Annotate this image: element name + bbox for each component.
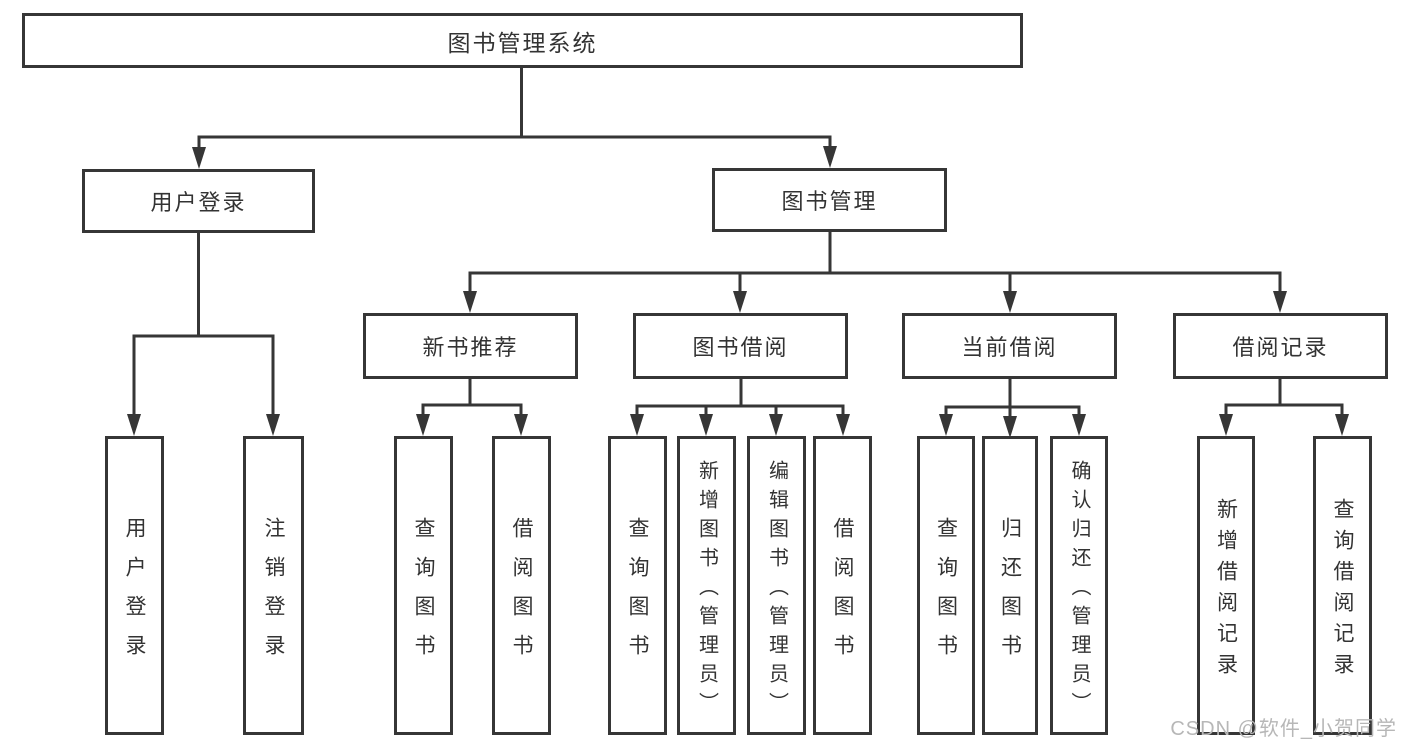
node-label: 归还图书 [998, 516, 1022, 673]
arrowhead-icon [416, 414, 430, 436]
connector-currentborrow-to-leaves [939, 379, 1086, 438]
node-current-borrow: 当前借阅 [902, 313, 1117, 379]
csdn-watermark: CSDN @软件_小贺同学 [1170, 718, 1397, 740]
node-label: 图书管理系统 [447, 29, 598, 56]
arrowhead-icon [1003, 291, 1017, 313]
node-new-book-recommend: 新书推荐 [363, 313, 578, 379]
connector-newbook-to-leaves [416, 379, 528, 436]
leaf-confirm-return-admin: 确认归还（管理员） [1050, 436, 1108, 735]
node-label: 新增图书（管理员） [695, 459, 718, 721]
arrowhead-icon [699, 414, 713, 436]
arrowhead-icon [823, 146, 837, 168]
node-label: 当前借阅 [961, 335, 1058, 360]
node-library-management-system: 图书管理系统 [22, 13, 1023, 68]
arrowhead-icon [463, 291, 477, 313]
leaf-user-login: 用户登录 [105, 436, 164, 735]
node-label: 查询图书 [412, 516, 435, 673]
node-label: 用户登录 [150, 190, 247, 215]
arrowhead-icon [1072, 414, 1086, 436]
leaf-borrow-books-borrow: 借阅图书 [813, 436, 872, 735]
connector-borrowrecords-to-leaves [1219, 379, 1349, 436]
arrowhead-icon [127, 414, 141, 436]
leaf-edit-books-admin: 编辑图书（管理员） [747, 436, 806, 735]
node-label: 查询借阅记录 [1331, 497, 1354, 684]
node-label: 借阅记录 [1232, 335, 1329, 360]
arrowhead-icon [1335, 414, 1349, 436]
arrowhead-icon [1273, 291, 1287, 313]
node-label: 确认归还（管理员） [1068, 459, 1090, 721]
leaf-logout: 注销登录 [243, 436, 304, 735]
node-label: 用户登录 [123, 516, 146, 673]
leaf-borrow-books-recommend: 借阅图书 [492, 436, 551, 735]
connector-bookmgmt-to-level3 [463, 232, 1287, 313]
leaf-return-books: 归还图书 [982, 436, 1038, 735]
leaf-add-borrow-record: 新增借阅记录 [1197, 436, 1255, 735]
leaf-query-books-recommend: 查询图书 [394, 436, 453, 735]
node-label: 借阅图书 [510, 516, 533, 673]
node-label: 图书借阅 [692, 335, 789, 360]
node-book-borrow: 图书借阅 [633, 313, 848, 379]
leaf-query-books-borrow: 查询图书 [608, 436, 667, 735]
node-user-login-branch: 用户登录 [82, 169, 315, 233]
arrowhead-icon [514, 414, 528, 436]
arrowhead-icon [1003, 416, 1017, 438]
arrowhead-icon [192, 147, 206, 169]
node-label: 新增借阅记录 [1214, 497, 1238, 684]
leaf-add-books-admin: 新增图书（管理员） [677, 436, 736, 735]
node-label: 查询图书 [934, 516, 958, 673]
arrowhead-icon [733, 291, 747, 313]
node-label: 借阅图书 [831, 516, 854, 673]
node-book-management-branch: 图书管理 [712, 168, 947, 232]
connector-root-to-level2 [192, 68, 837, 169]
arrowhead-icon [836, 414, 850, 436]
arrowhead-icon [266, 414, 280, 436]
arrowhead-icon [769, 414, 783, 436]
node-label: 图书管理 [781, 189, 878, 214]
node-borrow-records: 借阅记录 [1173, 313, 1388, 379]
arrowhead-icon [630, 414, 644, 436]
node-label: 编辑图书（管理员） [765, 459, 788, 721]
leaf-query-books-current: 查询图书 [917, 436, 975, 735]
connector-bookborrow-to-leaves [630, 379, 850, 436]
node-label: 查询图书 [626, 516, 649, 673]
arrowhead-icon [939, 414, 953, 436]
leaf-query-borrow-record: 查询借阅记录 [1313, 436, 1372, 735]
connector-userlogin-to-leaves [127, 233, 280, 436]
arrowhead-icon [1219, 414, 1233, 436]
node-label: 新书推荐 [422, 335, 519, 360]
node-label: 注销登录 [262, 516, 285, 673]
